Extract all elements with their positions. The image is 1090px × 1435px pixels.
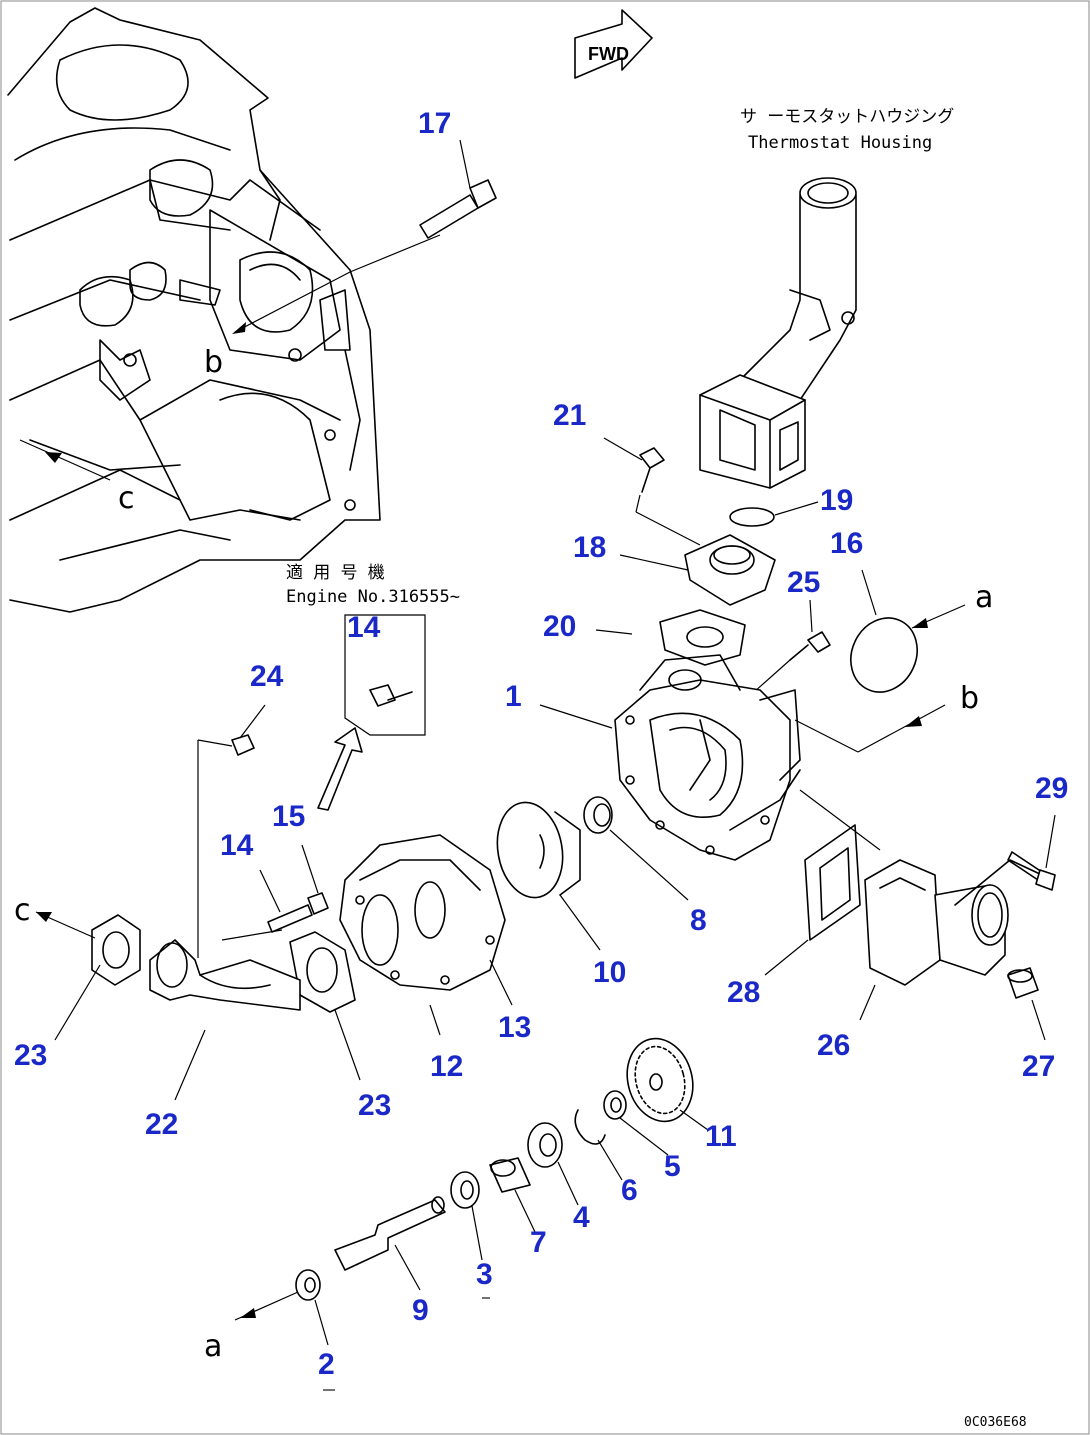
- label-9: 9: [412, 1294, 429, 1327]
- label-13: 13: [498, 1011, 531, 1044]
- bolt-24-drawing: [197, 704, 266, 958]
- fwd-arrow-icon: FWD: [574, 9, 653, 79]
- thermostat-housing-en: Thermostat Housing: [748, 133, 932, 153]
- fitting-27-drawing: [1007, 967, 1046, 1041]
- label-28: 28: [727, 976, 760, 1009]
- thermostat-18-drawing: [619, 534, 776, 606]
- leader-c-top: [19, 439, 111, 481]
- arrow-b-left-icon: [232, 322, 246, 334]
- arrow-a-bottom-icon: [240, 1308, 256, 1318]
- label-6: 6: [621, 1174, 638, 1207]
- label-2: 2: [318, 1348, 335, 1381]
- leader-19: [774, 501, 819, 516]
- label-4: 4: [573, 1201, 590, 1234]
- seal-8-drawing: [583, 796, 689, 901]
- water-inlet-26-drawing: [799, 789, 1043, 1021]
- gasket-20-drawing: [595, 609, 746, 666]
- label-21: 21: [553, 399, 586, 432]
- label-19: 19: [820, 484, 853, 517]
- snap-ring-6-drawing: [574, 1109, 623, 1181]
- label-17: 17: [418, 107, 451, 140]
- engine-block-drawing: [7, 7, 381, 613]
- bolt-25-drawing: [744, 599, 831, 701]
- arrow-b-right-icon: [905, 716, 922, 727]
- label-26: 26: [817, 1029, 850, 1062]
- label-7: 7: [530, 1226, 547, 1259]
- thermostat-housing-drawing: [699, 177, 857, 489]
- bearing-4-drawing: [527, 1122, 579, 1206]
- label-23-left: 23: [14, 1039, 47, 1072]
- label-22: 22: [145, 1108, 178, 1141]
- serial-note-bracket: [317, 614, 426, 811]
- ref-b-right: b: [960, 681, 979, 716]
- leader-16: [861, 569, 877, 616]
- label-5: 5: [664, 1150, 681, 1183]
- label-3: 3: [476, 1258, 493, 1291]
- label-11: 11: [705, 1120, 737, 1153]
- label-16: 16: [830, 527, 863, 560]
- label-15: 15: [272, 800, 305, 833]
- bolt-21-drawing: [603, 437, 701, 546]
- ref-c-top: c: [118, 481, 135, 516]
- ref-a-top: a: [975, 580, 993, 615]
- oring-16-drawing: [850, 617, 918, 693]
- gasket-23-left-drawing: [35, 911, 141, 1041]
- ring-5-drawing: [603, 1090, 669, 1156]
- arrow-c-left-icon: [36, 912, 52, 922]
- label-25: 25: [787, 566, 820, 599]
- label-27: 27: [1022, 1050, 1055, 1083]
- bolt-17-drawing: [349, 139, 497, 273]
- serial-note-en: Engine No.316555~: [286, 587, 460, 607]
- label-14-lower: 14: [220, 829, 254, 862]
- water-pump-body-1-drawing: [539, 654, 946, 861]
- serial-note-jp: 適 用 号 機: [286, 563, 385, 583]
- impeller-10-drawing: [496, 801, 601, 951]
- label-20: 20: [543, 610, 576, 643]
- label-8: 8: [690, 904, 707, 937]
- arrow-c-top-icon: [45, 452, 62, 463]
- arrow-a-right-icon: [912, 618, 928, 628]
- label-29: 29: [1035, 772, 1068, 805]
- label-12: 12: [430, 1050, 463, 1083]
- ref-c-left: c: [14, 893, 31, 928]
- gear-11-drawing: [626, 1037, 709, 1131]
- label-1: 1: [505, 680, 522, 713]
- shaft-9-drawing: [334, 1196, 446, 1291]
- label-23-right: 23: [358, 1089, 391, 1122]
- fwd-label: FWD: [588, 44, 629, 64]
- thermostat-housing-jp: サ ーモスタットハウジング: [740, 107, 954, 127]
- pipe-22-drawing: [149, 939, 301, 1101]
- label-14-upper: 14: [347, 611, 381, 644]
- oring-19-drawing: [729, 507, 775, 527]
- bolt-14-15-drawing: [221, 844, 329, 941]
- gasket-28-drawing: [764, 824, 861, 976]
- bolt-29-drawing: [1007, 814, 1056, 891]
- label-24: 24: [250, 660, 284, 693]
- ref-a-bottom: a: [204, 1329, 222, 1364]
- leader-b-left: [234, 271, 351, 333]
- nut-2-drawing: [234, 1269, 329, 1346]
- drawing-id: 0C036E68: [964, 1415, 1027, 1430]
- ref-b-left: b: [204, 345, 223, 380]
- cover-13-drawing: [339, 834, 513, 1036]
- arrow-serial-icon: [317, 727, 363, 811]
- label-18: 18: [573, 531, 606, 564]
- label-10: 10: [593, 956, 626, 989]
- spacer-7-drawing: [489, 1157, 536, 1233]
- bearing-3-drawing: [450, 1171, 483, 1261]
